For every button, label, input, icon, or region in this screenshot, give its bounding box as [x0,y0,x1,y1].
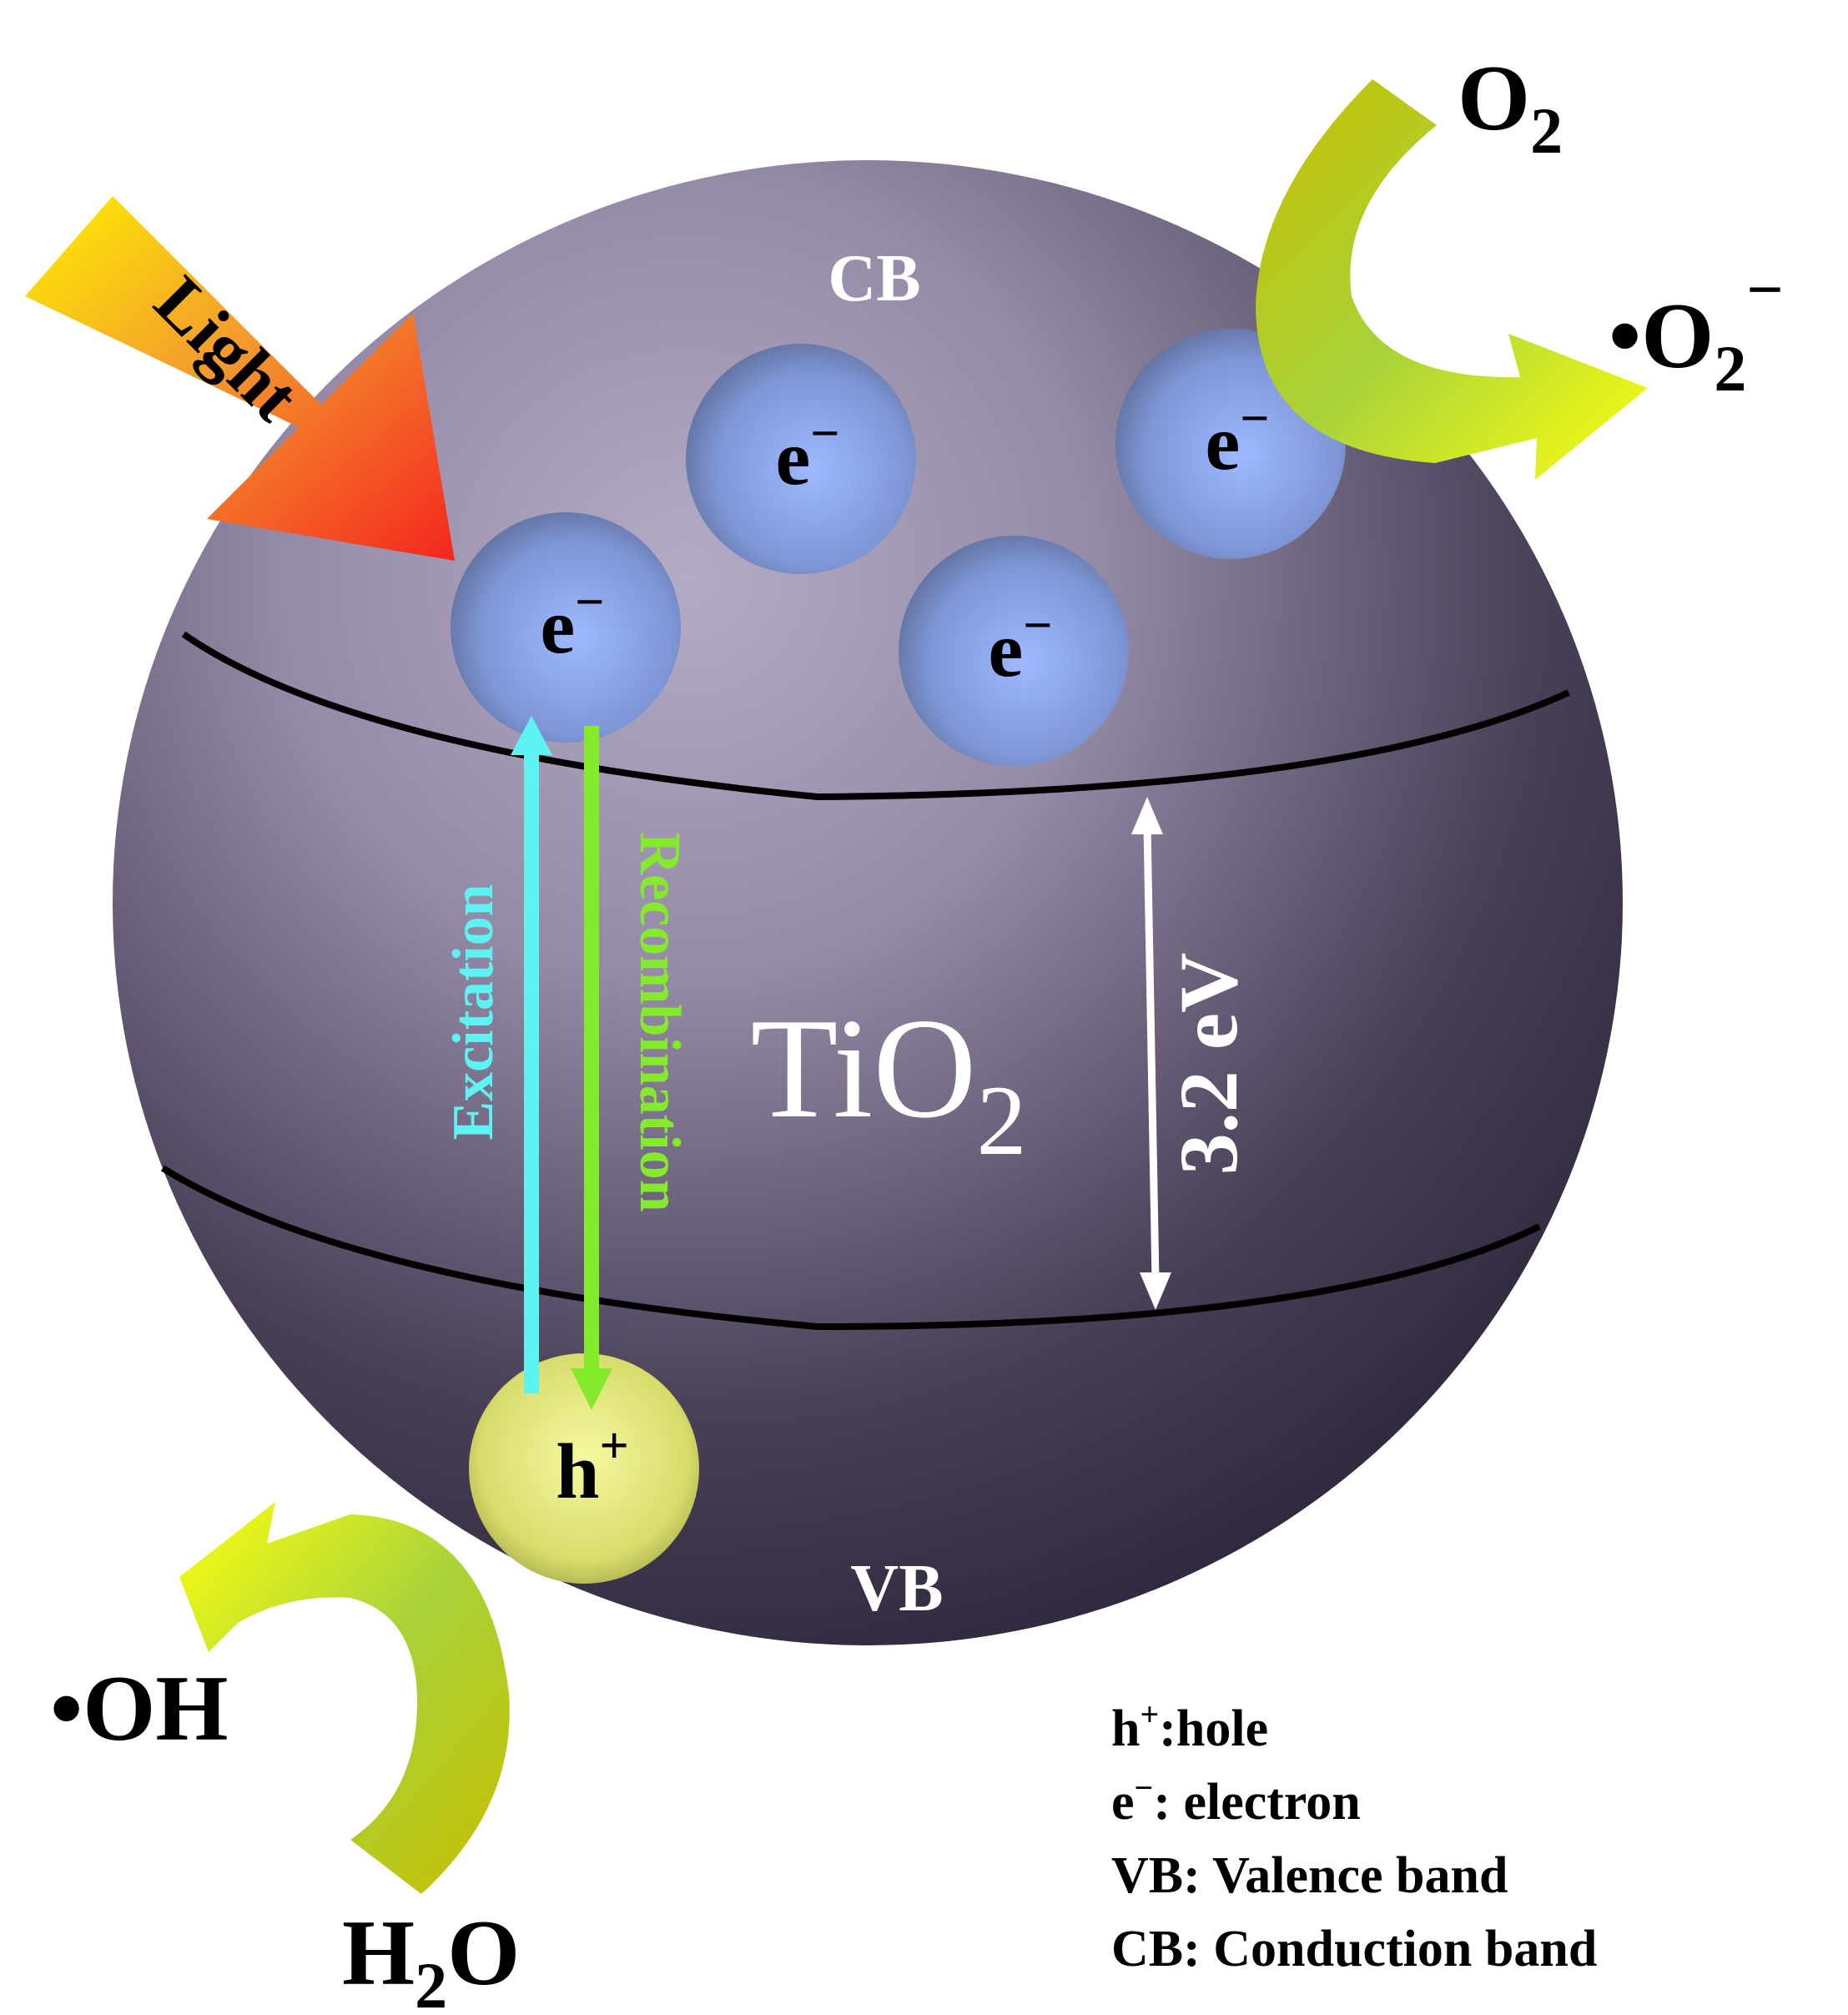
legend-sup: + [1140,1695,1159,1733]
svg-text:CB: Conduction band: CB: Conduction band [1111,1921,1597,1977]
superoxide-subscript: 2 [1714,332,1746,405]
legend-text: : Valence band [1183,1847,1508,1904]
excitation-label: Excitation [441,884,506,1140]
svg-text:e−: electron: e−: electron [1111,1769,1361,1831]
band-gap-label: 3.2 eV [1162,953,1255,1176]
superoxide-charge: − [1746,253,1783,325]
water-oxidation-arrow [179,1502,510,1894]
electron-label: e [775,415,810,501]
svg-text:e−: e− [1205,390,1269,486]
oxygen-reduction-arrow [1256,79,1648,480]
electron-label: e [988,607,1023,693]
o2-subscript: 2 [1530,94,1563,167]
electron-charge: − [1240,390,1269,447]
band-gap-arrow [1131,797,1171,1310]
superoxide-label: •O [1609,285,1714,388]
hole-charge: + [599,1418,628,1474]
recombination-arrow [571,726,612,1410]
electron-1: e− [686,344,916,574]
svg-text:h+: h+ [556,1418,629,1515]
legend-text: :hole [1159,1700,1268,1757]
legend-text: : electron [1153,1774,1360,1831]
recombination-label: Recombination [627,833,692,1212]
svg-text:H2O: H2O [342,1902,520,2015]
tio2-label: TiO [750,990,976,1148]
svg-text:e−: e− [988,597,1052,693]
svg-text:e−: e− [775,406,839,501]
light-arrow: Light [25,196,455,561]
legend-term: e [1111,1774,1135,1831]
svg-text:•O2−: •O2− [1609,253,1784,405]
h2o-h: H [342,1902,415,2005]
hydroxyl-radical-label: •OH [50,1657,228,1761]
electron-4: e− [899,536,1129,766]
valence-band-edge [160,1165,1541,1331]
legend: h+:hole e−: electron VB: Valence band CB… [1111,1695,1597,1977]
h2o-o: O [447,1902,520,2005]
conduction-band-edge [181,631,1570,801]
svg-text:e−: e− [540,574,604,670]
electron-charge: − [1023,597,1052,654]
electron-label: e [540,583,575,670]
excitation-arrow [511,716,552,1393]
electron-charge: − [575,574,604,631]
o2-label: O [1458,47,1530,150]
tio2-subscript: 2 [977,1065,1027,1176]
h2o-subscript: 2 [415,1949,447,2015]
legend-term: VB [1111,1847,1183,1904]
hole-particle: h+ [469,1353,699,1584]
legend-sup: − [1135,1769,1154,1806]
cb-label: CB [828,242,920,315]
vb-label: VB [850,1552,943,1625]
electron-charge: − [810,406,839,462]
svg-text:VB: Valence band: VB: Valence band [1111,1847,1508,1904]
legend-text: : Conduction band [1183,1921,1597,1977]
svg-text:TiO2: TiO2 [750,990,1026,1176]
legend-term: CB [1111,1921,1183,1977]
legend-term: h [1111,1700,1140,1757]
electron-label: e [1205,400,1240,486]
hole-label: h [556,1428,599,1515]
electron-3: e− [451,512,681,743]
svg-text:h+:hole: h+:hole [1111,1695,1268,1757]
svg-text:O2: O2 [1458,47,1563,167]
